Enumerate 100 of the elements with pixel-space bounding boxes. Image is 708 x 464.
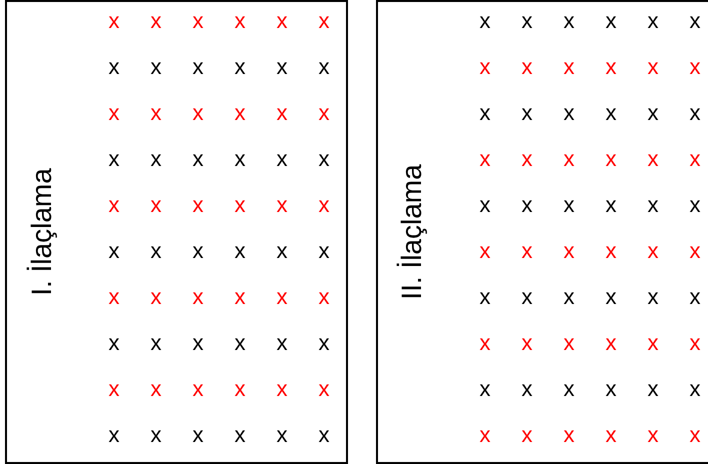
x-mark: x — [648, 10, 658, 32]
x-mark: x — [480, 10, 490, 32]
x-mark: x — [648, 332, 658, 354]
x-mark: x — [318, 148, 330, 170]
x-mark: x — [150, 286, 162, 308]
x-mark: x — [690, 286, 700, 308]
x-mark: x — [276, 378, 288, 400]
plot-panel — [5, 0, 348, 464]
x-mark: x — [276, 332, 288, 354]
x-mark: x — [192, 286, 204, 308]
x-mark: x — [150, 102, 162, 124]
x-mark: x — [564, 194, 574, 216]
x-mark: x — [690, 424, 700, 446]
x-mark: x — [480, 286, 490, 308]
x-mark: x — [318, 424, 330, 446]
x-mark: x — [150, 240, 162, 262]
x-mark: x — [564, 424, 574, 446]
x-mark: x — [150, 424, 162, 446]
x-mark: x — [690, 10, 700, 32]
x-mark: x — [108, 240, 120, 262]
x-mark: x — [150, 56, 162, 78]
x-mark: x — [108, 424, 120, 446]
x-mark: x — [192, 240, 204, 262]
x-mark: x — [318, 240, 330, 262]
x-mark: x — [606, 102, 616, 124]
x-mark: x — [606, 194, 616, 216]
x-mark: x — [606, 10, 616, 32]
x-mark: x — [108, 332, 120, 354]
x-mark: x — [480, 194, 490, 216]
x-mark: x — [150, 378, 162, 400]
x-mark: x — [648, 102, 658, 124]
x-mark: x — [564, 56, 574, 78]
x-mark: x — [150, 148, 162, 170]
x-mark: x — [522, 10, 532, 32]
x-mark: x — [480, 332, 490, 354]
x-mark: x — [276, 102, 288, 124]
x-mark: x — [318, 286, 330, 308]
x-mark: x — [522, 424, 532, 446]
x-mark: x — [108, 286, 120, 308]
x-mark: x — [108, 56, 120, 78]
panel-title: I. İlaçlama — [28, 168, 56, 296]
x-mark: x — [522, 148, 532, 170]
x-mark: x — [522, 56, 532, 78]
x-mark: x — [480, 102, 490, 124]
x-mark: x — [648, 286, 658, 308]
x-mark: x — [564, 286, 574, 308]
x-mark: x — [480, 240, 490, 262]
x-mark: x — [192, 102, 204, 124]
x-mark: x — [648, 424, 658, 446]
x-mark: x — [690, 148, 700, 170]
x-mark: x — [234, 148, 246, 170]
x-mark: x — [648, 148, 658, 170]
x-mark: x — [606, 286, 616, 308]
x-mark: x — [648, 194, 658, 216]
x-mark: x — [690, 240, 700, 262]
x-mark: x — [690, 194, 700, 216]
x-mark: x — [690, 56, 700, 78]
x-mark: x — [522, 332, 532, 354]
x-mark: x — [234, 56, 246, 78]
x-mark: x — [522, 102, 532, 124]
x-mark: x — [318, 102, 330, 124]
x-mark: x — [234, 194, 246, 216]
x-mark: x — [192, 332, 204, 354]
x-mark: x — [522, 240, 532, 262]
x-mark: x — [234, 378, 246, 400]
x-mark: x — [276, 424, 288, 446]
x-mark: x — [318, 10, 330, 32]
x-mark: x — [606, 56, 616, 78]
x-mark: x — [234, 10, 246, 32]
x-mark: x — [690, 332, 700, 354]
x-mark: x — [108, 148, 120, 170]
x-mark: x — [108, 102, 120, 124]
x-mark: x — [648, 240, 658, 262]
x-mark: x — [276, 194, 288, 216]
x-mark: x — [192, 148, 204, 170]
x-mark: x — [234, 424, 246, 446]
x-mark: x — [234, 286, 246, 308]
x-mark: x — [690, 378, 700, 400]
x-mark: x — [150, 10, 162, 32]
x-mark: x — [564, 332, 574, 354]
x-mark: x — [192, 194, 204, 216]
x-mark: x — [276, 56, 288, 78]
x-mark: x — [606, 332, 616, 354]
x-mark: x — [522, 378, 532, 400]
x-mark: x — [318, 378, 330, 400]
x-mark: x — [318, 194, 330, 216]
x-mark: x — [606, 378, 616, 400]
x-mark: x — [480, 148, 490, 170]
x-mark: x — [480, 56, 490, 78]
x-mark: x — [564, 148, 574, 170]
x-mark: x — [606, 424, 616, 446]
x-mark: x — [108, 378, 120, 400]
x-mark: x — [192, 10, 204, 32]
plot-panel — [376, 0, 708, 464]
x-mark: x — [234, 332, 246, 354]
x-mark: x — [606, 240, 616, 262]
x-mark: x — [108, 10, 120, 32]
x-mark: x — [564, 378, 574, 400]
x-mark: x — [480, 424, 490, 446]
x-mark: x — [276, 10, 288, 32]
